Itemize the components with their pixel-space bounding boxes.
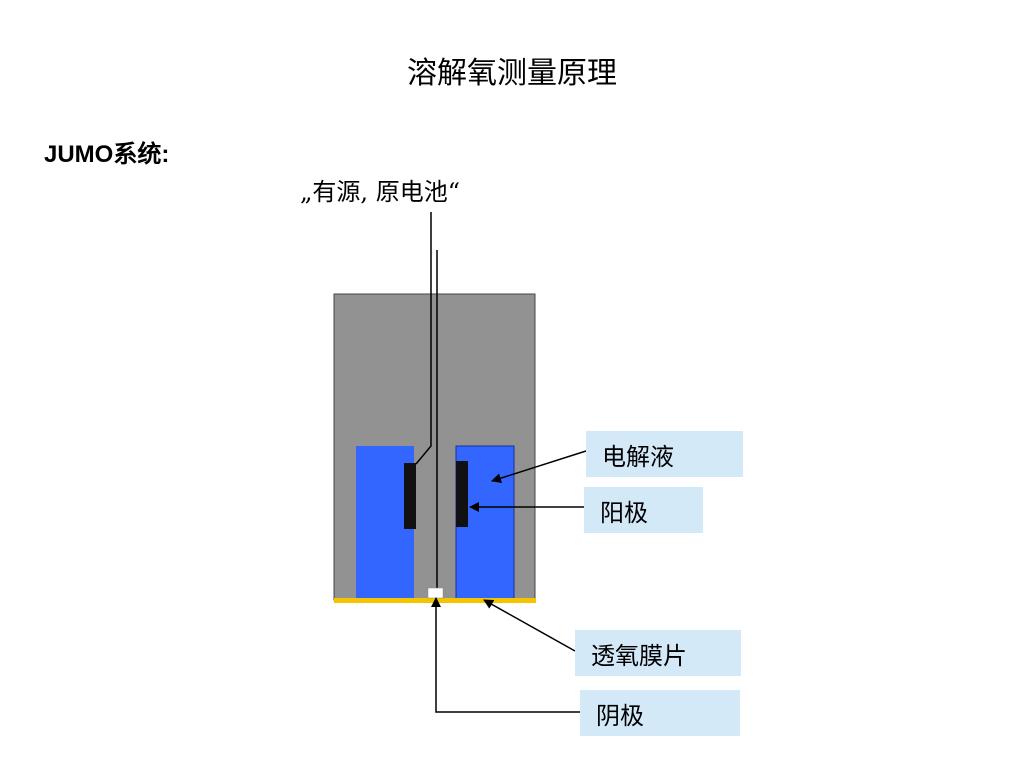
electrolyte-label: 电解液 <box>586 431 743 477</box>
anode-lead-wire <box>415 212 432 465</box>
cathode-pointer <box>431 597 580 713</box>
membrane-label: 透氧膜片 <box>575 630 741 676</box>
system-label: JUMO系统: <box>44 141 170 168</box>
oxygen-permeable-membrane <box>334 598 536 603</box>
cathode-tip <box>427 587 444 599</box>
electrolyte-pointer <box>491 450 587 484</box>
membrane-pointer <box>483 599 576 652</box>
anode-plate-left <box>404 463 416 529</box>
anode-label: 阳极 <box>584 487 703 533</box>
anode-plate-right <box>456 461 468 527</box>
page-title: 溶解氧测量原理 <box>407 56 617 91</box>
cathode-label: 阴极 <box>580 690 740 736</box>
cell-type-subtitle: „有源, 原电池“ <box>300 178 460 206</box>
